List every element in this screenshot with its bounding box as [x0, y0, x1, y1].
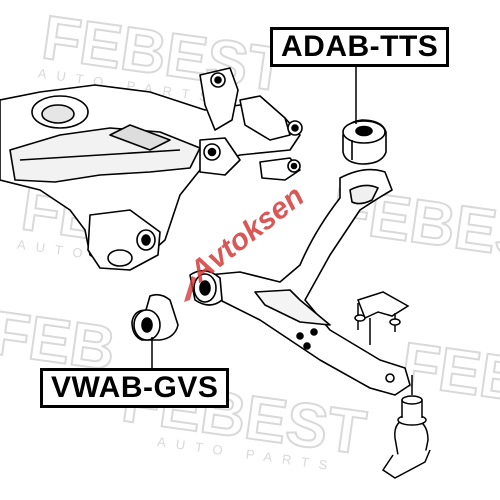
subframe [0, 67, 303, 271]
part-number-label-bottom: VWAB-GVS [40, 368, 230, 408]
ball-joint [354, 291, 431, 479]
bushing-top [342, 119, 387, 165]
seller-logo-mark [184, 276, 196, 302]
control-arm [189, 168, 411, 396]
leader-lines [151, 62, 357, 370]
bushing-bottom [131, 293, 179, 341]
part-number-label-top: ADAB-TTS [270, 27, 450, 67]
